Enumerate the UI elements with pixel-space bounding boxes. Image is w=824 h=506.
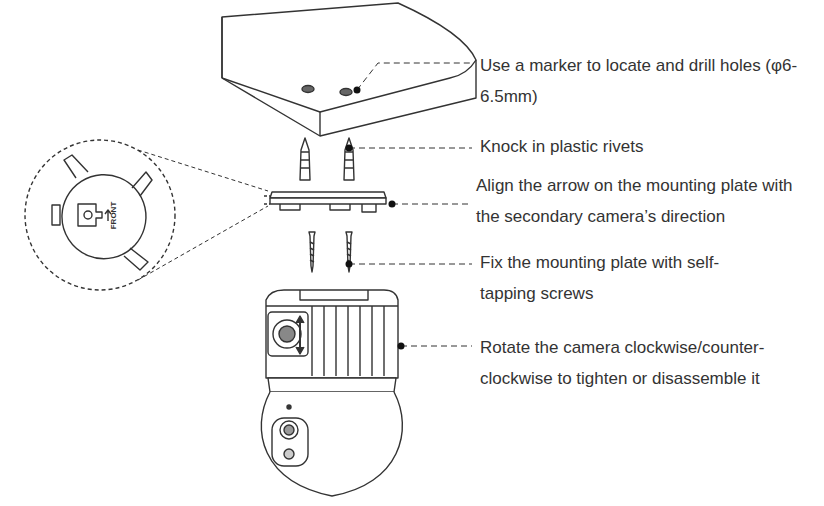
plate-marking: FRONT xyxy=(109,202,118,230)
callout-text: Knock in plastic rivets xyxy=(480,131,810,162)
callout-text: Rotate the camera clockwise/counter-cloc… xyxy=(480,332,810,394)
callout-text: Fix the mounting plate with self-tapping… xyxy=(480,247,742,309)
callout-text: Align the arrow on the mounting plate wi… xyxy=(476,170,818,232)
callout-text: Use a marker to locate and drill holes (… xyxy=(480,50,820,112)
